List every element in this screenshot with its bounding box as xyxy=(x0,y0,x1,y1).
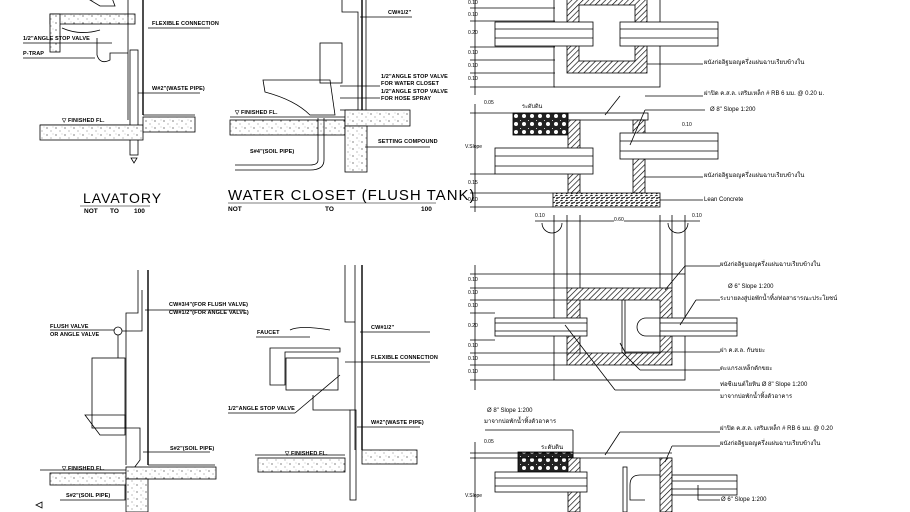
label-flexible-connection: FLEXIBLE CONNECTION xyxy=(152,21,219,27)
dim-label: 0.10 xyxy=(468,63,478,69)
label-setting-compound: SETTING COMPOUND xyxy=(378,139,438,145)
manhole-section xyxy=(470,95,719,212)
dim-top: 0.05 xyxy=(484,100,494,106)
dim-label: 0.10 xyxy=(468,303,478,309)
outlet-pipe: Ø 6" Slope 1:200 xyxy=(728,284,774,290)
label-stop-valve-wc-2: FOR WATER CLOSET xyxy=(381,81,440,87)
dim-label: 0.10 xyxy=(468,290,478,296)
lavatory-title: LAVATORY xyxy=(83,190,163,206)
dim-bottom-1: 0.15 xyxy=(468,180,478,186)
lean-concrete: Lean Concrete xyxy=(704,197,744,203)
dim-label: 0.10 xyxy=(468,0,478,6)
lavatory-detail xyxy=(23,0,210,207)
water-closet-detail xyxy=(228,0,436,204)
outlet-pipe: Ø 6" Slope 1:200 xyxy=(721,497,767,503)
label-soil-pipe: S#2"(SOIL PIPE) xyxy=(170,446,215,452)
pipe-note: Ø 8" Slope 1:200 xyxy=(710,107,756,113)
dim-v-slope: V.Slope xyxy=(465,144,483,150)
label-angle-stop-valve: 1/2"ANGLE STOP VALVE xyxy=(228,406,295,412)
wall-note: ผนังก่ออิฐมอญครึ่งแผ่นฉาบเรียบข้างใน xyxy=(720,441,821,447)
dim-label: 0.10 xyxy=(468,356,478,362)
label-p-trap: P-TRAP xyxy=(23,51,45,57)
dim-label: 0.10 xyxy=(468,369,478,375)
sink-detail xyxy=(228,265,430,501)
inlet-pipe: ท่อซีเมนต์ใยหิน Ø 8" Slope 1:200 xyxy=(720,382,808,388)
label-stop-valve-hose-2: FOR HOSE SPRAY xyxy=(381,96,432,102)
inlet-note: มาจากบ่อพักน้ำทิ้งตัวอาคาร xyxy=(484,419,557,425)
urinal-detail xyxy=(35,270,245,512)
ground-level: ระดับดิน xyxy=(522,104,543,110)
scale-not: NOT xyxy=(228,206,242,213)
label-soil-pipe: S#4"(SOIL PIPE) xyxy=(250,149,295,155)
label-stop-valve-hose: 1/2"ANGLE STOP VALVE xyxy=(381,89,448,95)
label-flexible-connection: FLEXIBLE CONNECTION xyxy=(371,355,438,361)
label-finished-floor: ▽ FINISHED FL. xyxy=(285,451,328,457)
label-finished-floor: ▽ FINISHED FL. xyxy=(235,110,278,116)
dim-label: 0.20 xyxy=(468,30,478,36)
dim-label: 0.10 xyxy=(468,76,478,82)
grease-trap-section xyxy=(470,429,738,512)
dim-label: 0.10 xyxy=(468,277,478,283)
grate-note: ตะแกรงเหล็กดักขยะ xyxy=(720,366,773,372)
wall-note: ผนังก่ออิฐมอญครึ่งแผ่นฉาบเรียบข้างใน xyxy=(704,60,805,66)
label-waste-pipe: W#2"(WASTE PIPE) xyxy=(371,420,424,426)
cover-note: ฝา ค.ส.ล. กันขยะ xyxy=(720,348,766,354)
grease-trap-plan xyxy=(470,215,738,391)
wall-note: ผนังก่ออิฐมอญครึ่งแผ่นฉาบเรียบข้างใน xyxy=(720,262,821,268)
label-flush-valve: FLUSH VALVE xyxy=(50,324,89,330)
dim-label: 0.60 xyxy=(614,217,624,223)
dim-label: 0.10 xyxy=(468,12,478,18)
dim-label: 0.10 xyxy=(468,343,478,349)
label-cw-angle: CW#1/2"(FOR ANGLE VALVE) xyxy=(169,310,249,316)
label-waste-pipe: W#2"(WASTE PIPE) xyxy=(152,86,205,92)
label-cold-water: CW#1/2" xyxy=(371,325,395,331)
lid-note: ฝาปิด ค.ส.ล. เสริมเหล็ก # RB 6 มม. @ 0.2… xyxy=(720,426,833,432)
dim-label: 0.10 xyxy=(535,213,545,219)
manhole-top-plan xyxy=(470,0,719,95)
dim-label: 0.20 xyxy=(468,323,478,329)
scale-to: TO xyxy=(110,208,119,215)
dim-v-slope: V.Slope xyxy=(465,493,483,499)
label-cw-flush: CW#3/4"(FOR FLUSH VALVE) xyxy=(169,302,249,308)
label-angle-stop-valve: 1/2"ANGLE STOP VALVE xyxy=(23,36,90,42)
outlet-note: ระบายลงสู่บ่อพักน้ำทิ้ง/ท่อสาธารณะประโยช… xyxy=(720,296,838,302)
label-faucet: FAUCET xyxy=(257,330,280,336)
water-closet-title: WATER CLOSET (FLUSH TANK) xyxy=(228,187,476,204)
inlet-pipe: Ø 8" Slope 1:200 xyxy=(487,408,533,414)
dim-pipe-gap: 0.10 xyxy=(682,122,692,128)
ground-level: ระดับดิน xyxy=(541,445,564,451)
label-finished-floor: ▽ FINISHED FL. xyxy=(62,118,105,124)
scale-not: NOT xyxy=(84,208,98,215)
label-finished-floor: ▽ FINISHED FL. xyxy=(62,466,105,472)
label-soil-pipe-lower: S#2"(SOIL PIPE) xyxy=(66,493,111,499)
label-flush-valve-2: OR ANGLE VALVE xyxy=(50,332,100,338)
scale-value: 100 xyxy=(134,208,145,215)
label-stop-valve-wc: 1/2"ANGLE STOP VALVE xyxy=(381,74,448,80)
dim-label: 0.10 xyxy=(468,50,478,56)
inlet-note: มาจากบ่อพักน้ำทิ้งตัวอาคาร xyxy=(720,394,793,400)
label-cold-water: CW#1/2" xyxy=(388,10,412,16)
dim-top: 0.05 xyxy=(484,439,494,445)
scale-to: TO xyxy=(325,206,334,213)
lid-note: ฝาปิด ค.ส.ล. เสริมเหล็ก # RB 6 มม. @ 0.2… xyxy=(704,91,825,97)
dim-label: 0.10 xyxy=(692,213,702,219)
scale-value: 100 xyxy=(421,206,432,213)
wall-note: ผนังก่ออิฐมอญครึ่งแผ่นฉาบเรียบข้างใน xyxy=(704,173,805,179)
dim-bottom-2: 0.10 xyxy=(468,197,478,203)
